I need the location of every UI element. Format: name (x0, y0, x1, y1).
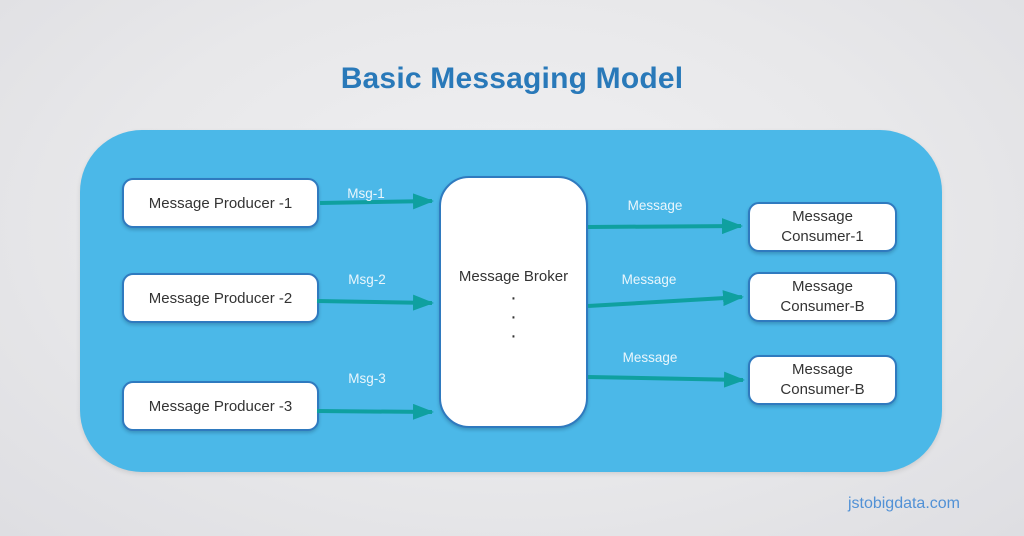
diagram-title: Basic Messaging Model (340, 62, 684, 95)
arrow-label-msg-2: Msg-2 (348, 272, 386, 287)
consumer-box-2: Message Consumer-B (748, 272, 897, 322)
producer-label-1: Message Producer -1 (148, 194, 293, 212)
arrow-label-message-1: Message (627, 198, 683, 213)
producer-label-3: Message Producer -3 (148, 397, 293, 415)
consumer-label-1: Message Consumer-1 (781, 208, 864, 245)
producer-box-3: Message Producer -3 (122, 381, 319, 431)
arrow-label-msg-1: Msg-1 (347, 186, 385, 201)
consumer-box-1: Message Consumer-1 (748, 202, 897, 252)
producer-label-2: Message Producer -2 (148, 289, 293, 307)
arrow-label-message-3: Message (622, 350, 678, 365)
consumer-box-3: Message Consumer-B (748, 355, 897, 405)
consumer-label-3: Message Consumer-B (780, 361, 865, 398)
producer-box-1: Message Producer -1 (122, 178, 319, 228)
producer-box-2: Message Producer -2 (122, 273, 319, 323)
watermark-text: jstobigdata.com (847, 495, 960, 512)
consumer-label-2: Message Consumer-B (780, 278, 865, 315)
broker-ellipsis: · · · (510, 287, 517, 347)
broker-box: Message Broker · · · (439, 176, 588, 428)
arrow-label-message-2: Message (621, 272, 677, 287)
broker-label: Message Broker (458, 268, 569, 285)
arrow-label-msg-3: Msg-3 (348, 371, 386, 386)
